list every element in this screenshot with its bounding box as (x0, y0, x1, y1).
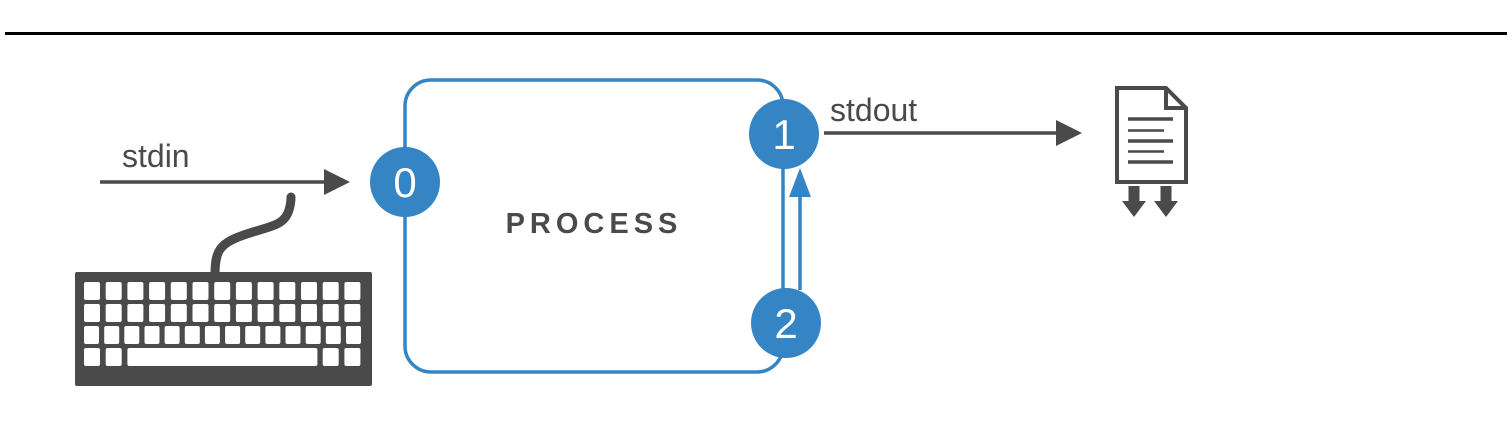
keyboard-key (279, 282, 296, 300)
keyboard-key (257, 304, 274, 322)
keyboard-key (325, 326, 341, 344)
document-page (1115, 86, 1188, 184)
keyboard-key (184, 326, 200, 344)
fd2-circle (751, 288, 821, 358)
document-text-lines (1128, 117, 1173, 164)
keyboard-key (235, 282, 252, 300)
keyboard-key (235, 304, 252, 322)
fd1-badge: 1 (749, 99, 819, 169)
keyboard-key (322, 348, 339, 366)
keyboard-key (285, 326, 301, 344)
keyboard-key (127, 282, 144, 300)
keyboard-key (105, 304, 122, 322)
keyboard-key (245, 326, 261, 344)
keyboard-key (84, 348, 100, 366)
keyboard-key (344, 282, 361, 300)
keyboard-key (149, 282, 166, 300)
fd2-badge: 2 (751, 288, 821, 358)
keyboard-key (170, 304, 187, 322)
download-arrows-icon (1122, 186, 1178, 217)
keyboard-key (265, 326, 281, 344)
download-arrowhead (1154, 201, 1178, 217)
fd-redirect-arrowhead (789, 168, 811, 197)
keyboard-key (127, 304, 144, 322)
stdout-arrowhead (1056, 120, 1082, 146)
fd0-badge: 0 (370, 147, 440, 217)
keyboard-key (344, 348, 361, 366)
keyboard-key (170, 282, 187, 300)
keyboard-key (84, 304, 100, 322)
keyboard-key (149, 304, 166, 322)
keyboard-key (104, 326, 120, 344)
fd1-circle (749, 99, 819, 169)
keyboard-key (192, 282, 209, 300)
keyboard-icon (75, 192, 372, 386)
keyboard-key (105, 348, 122, 366)
stdout-label: stdout (830, 92, 917, 128)
download-arrowhead (1122, 201, 1146, 217)
stdout-flow: stdout (824, 92, 1082, 146)
keyboard-key (322, 282, 339, 300)
keyboard-key (164, 326, 180, 344)
keyboard-key (84, 282, 100, 300)
process-box: PROCESS (403, 78, 785, 374)
keyboard-keys (84, 282, 361, 366)
process-label: PROCESS (506, 208, 683, 240)
keyboard-key (204, 326, 220, 344)
stdin-arrowhead (324, 169, 350, 195)
fd-redirect-arrow (789, 168, 811, 290)
top-rule (5, 32, 1507, 35)
keyboard-key (305, 326, 321, 344)
document-fold-corner (1164, 88, 1186, 110)
keyboard-key (257, 282, 274, 300)
keyboard-key (144, 326, 160, 344)
fd2-number: 2 (774, 300, 797, 347)
keyboard-key (214, 282, 231, 300)
download-arrow-shaft (1160, 186, 1172, 202)
document-icon (1115, 86, 1188, 217)
stdin-flow: stdin (100, 138, 350, 195)
keyboard-key (225, 326, 241, 344)
keyboard-key (346, 326, 361, 344)
keyboard-key (105, 282, 122, 300)
keyboard-spacebar (127, 348, 318, 366)
keyboard-key (124, 326, 140, 344)
keyboard-key (301, 304, 317, 322)
keyboard-key (84, 326, 99, 344)
keyboard-key (279, 304, 296, 322)
process-box-outline (403, 78, 785, 374)
download-arrow-shaft (1128, 186, 1140, 202)
keyboard-cable (210, 192, 296, 280)
fd0-circle (370, 147, 440, 217)
keyboard-key (322, 304, 339, 322)
stdin-label: stdin (122, 138, 190, 174)
keyboard-key (192, 304, 209, 322)
keyboard-key (344, 304, 361, 322)
fd0-number: 0 (393, 159, 416, 206)
fd1-number: 1 (772, 111, 795, 158)
keyboard-key (214, 304, 231, 322)
keyboard-key (301, 282, 317, 300)
